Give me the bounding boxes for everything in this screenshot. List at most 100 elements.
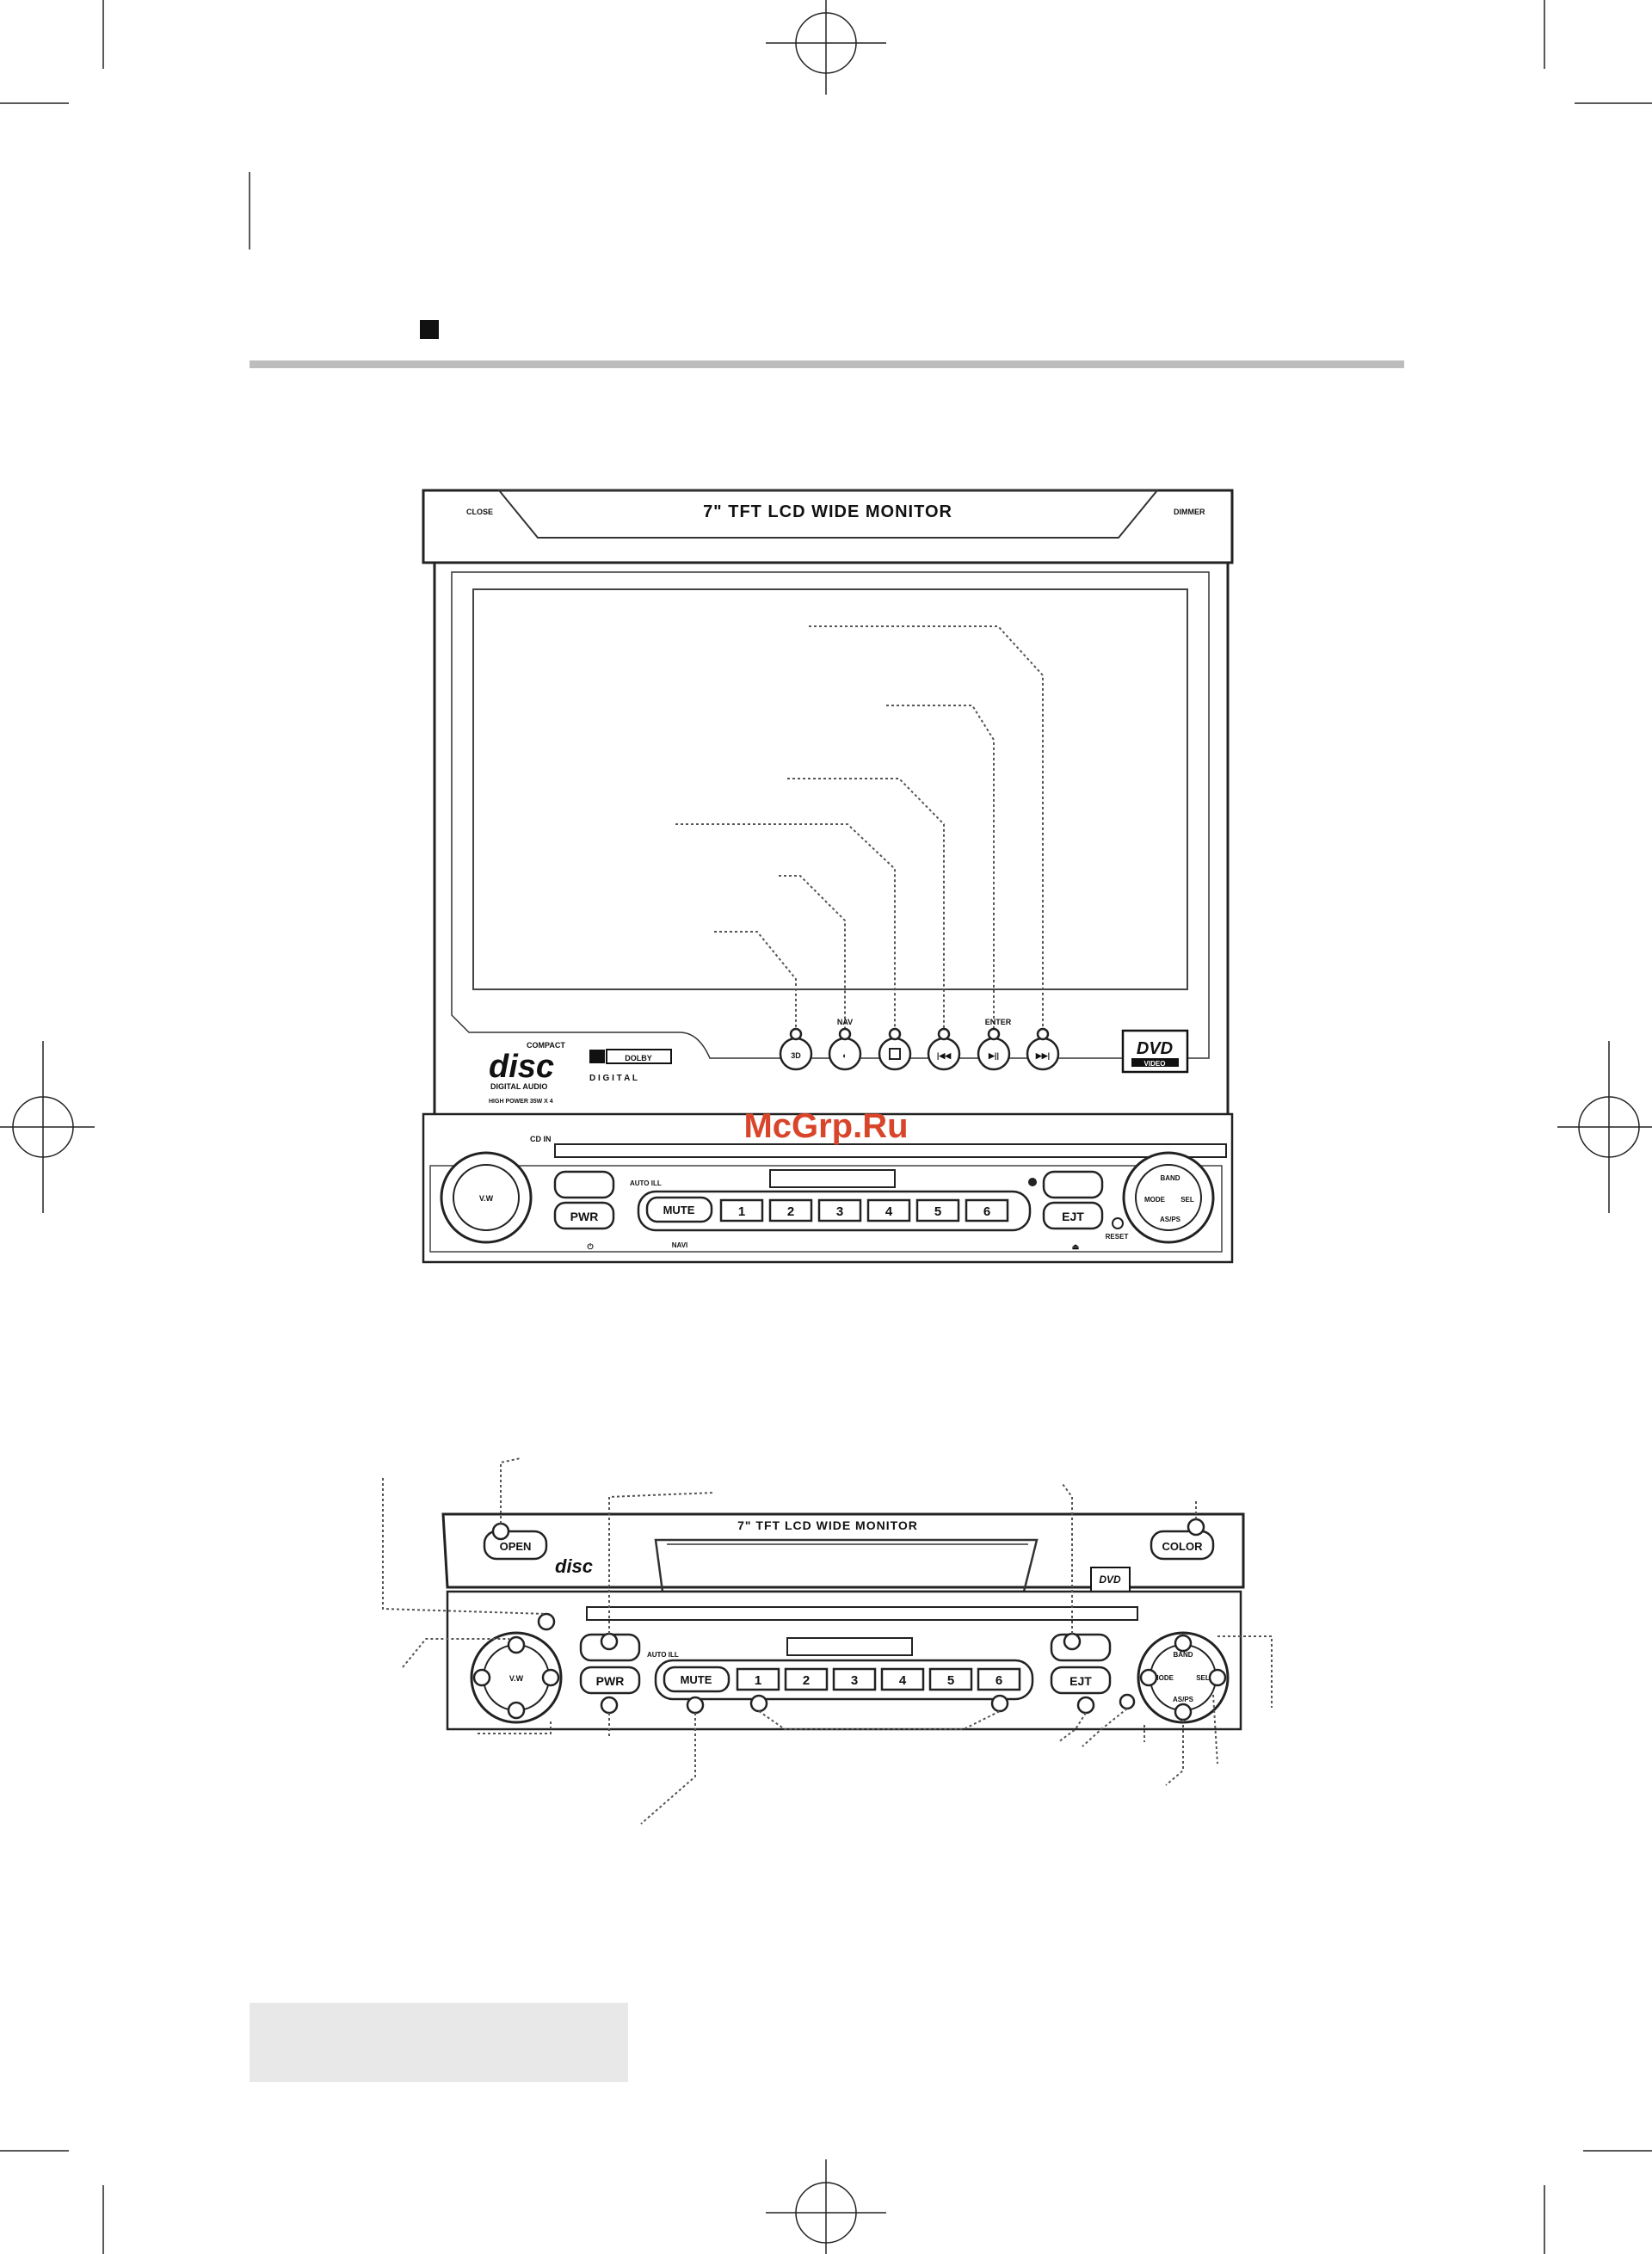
svg-text:DVD: DVD: [1137, 1039, 1173, 1058]
page-tab-box: [250, 2003, 628, 2082]
cd-in-label: CD IN: [530, 1135, 552, 1143]
svg-text:DVD: DVD: [1099, 1573, 1121, 1586]
svg-text:AS/PS: AS/PS: [1173, 1696, 1194, 1703]
svg-text:1: 1: [755, 1673, 761, 1688]
closed-title: 7" TFT LCD WIDE MONITOR: [737, 1518, 918, 1532]
svg-text:MODE: MODE: [1153, 1674, 1174, 1682]
enter-label: ENTER: [985, 1018, 1012, 1026]
svg-text:COLOR: COLOR: [1162, 1540, 1204, 1553]
svg-text:AUTO ILL: AUTO ILL: [647, 1651, 679, 1659]
svg-text:AS/PS: AS/PS: [1160, 1216, 1181, 1223]
svg-text:3: 3: [836, 1204, 843, 1219]
display-window: [769, 1169, 896, 1188]
svg-text:4: 4: [885, 1204, 893, 1219]
svg-text:BAND: BAND: [1160, 1174, 1180, 1182]
screen-bezel: [451, 571, 1210, 1059]
play-pause-icon: ▶||: [988, 1051, 999, 1060]
reset-button[interactable]: [1112, 1217, 1124, 1229]
dolby-logo: DOLBY D I G I T A L: [589, 1049, 672, 1083]
stop-icon: [889, 1048, 901, 1060]
svg-text:2: 2: [787, 1204, 794, 1219]
lcd-screen: [472, 588, 1188, 990]
next-icon: ▶▶|: [1035, 1051, 1050, 1060]
closed-pwr-button[interactable]: [579, 1666, 641, 1695]
compact-disc-logo: COMPACT disc DIGITAL AUDIO: [489, 1041, 565, 1091]
navi-label: NAVI: [672, 1241, 688, 1249]
svg-text:disc: disc: [489, 1049, 554, 1085]
monitor-title: 7" TFT LCD WIDE MONITOR: [703, 502, 952, 521]
closed-unit-diagram: 7" TFT LCD WIDE MONITOR OPEN COLOR disc …: [382, 1457, 1273, 1825]
section-rule: [250, 360, 1404, 368]
right-knob[interactable]: [1122, 1151, 1215, 1244]
monitor-diagram: CLOSE DIMMER 7" TFT LCD WIDE MONITOR NAV…: [422, 489, 1234, 1264]
svg-text:MODE: MODE: [1144, 1196, 1166, 1204]
closed-dvd-logo: DVD: [1090, 1567, 1131, 1592]
right-top-button[interactable]: [1042, 1170, 1104, 1199]
closed-cd-slot: [586, 1606, 1138, 1621]
nav-label: NAV: [837, 1018, 853, 1026]
pwr-button[interactable]: [553, 1201, 615, 1230]
svg-text:EJT: EJT: [1069, 1674, 1092, 1688]
svg-text:6: 6: [996, 1673, 1002, 1688]
closed-ejt-button[interactable]: [1050, 1666, 1112, 1695]
svg-text:SEL: SEL: [1180, 1196, 1194, 1204]
closed-reset-button[interactable]: [1119, 1693, 1136, 1710]
svg-text:6: 6: [983, 1204, 990, 1219]
closed-right-top-button[interactable]: [1050, 1633, 1112, 1662]
svg-text:1: 1: [738, 1204, 745, 1219]
svg-text:V.W: V.W: [509, 1674, 524, 1683]
svg-text:PWR: PWR: [596, 1674, 625, 1688]
preset-buttons-open: 1 2 3 4 5 6: [719, 1198, 1009, 1222]
svg-text:BAND: BAND: [1173, 1651, 1193, 1659]
closed-callout-markers: [472, 1518, 1227, 1721]
svg-text:DIGITAL AUDIO: DIGITAL AUDIO: [490, 1082, 547, 1091]
svg-text:PWR: PWR: [570, 1210, 599, 1223]
color-button[interactable]: [1150, 1530, 1215, 1561]
monitor-button-row: 3D ◐ |◀◀ ▶|| ▶▶|: [779, 1027, 1060, 1071]
closed-lid: [441, 1512, 1245, 1589]
section-bullet-icon: [420, 320, 439, 339]
svg-text:5: 5: [934, 1204, 941, 1219]
svg-text:3: 3: [851, 1673, 858, 1688]
svg-text:5: 5: [947, 1673, 954, 1688]
svg-text:SEL: SEL: [1196, 1674, 1210, 1682]
closed-mute-button[interactable]: [663, 1666, 730, 1693]
auto-ill-label: AUTO ILL: [630, 1179, 662, 1187]
previous-icon: |◀◀: [937, 1051, 952, 1060]
left-top-button[interactable]: [553, 1170, 615, 1199]
dimmer-label: DIMMER: [1174, 508, 1205, 516]
reset-label: RESET: [1106, 1233, 1129, 1241]
svg-text:MUTE: MUTE: [663, 1204, 695, 1216]
svg-text:disc: disc: [555, 1555, 593, 1577]
monitor-lid: [422, 489, 1234, 564]
svg-text:COMPACT: COMPACT: [527, 1041, 565, 1050]
cd-slot: [554, 1143, 1227, 1158]
ejt-button[interactable]: [1042, 1201, 1104, 1230]
closed-left-knob[interactable]: [470, 1631, 563, 1724]
closed-callouts: [382, 1457, 1273, 1825]
svg-text:OPEN: OPEN: [500, 1540, 532, 1553]
dvd-video-logo: DVD VIDEO: [1121, 1029, 1189, 1074]
svg-text:DOLBY: DOLBY: [625, 1054, 652, 1062]
svg-text:D I G I T A L: D I G I T A L: [589, 1074, 638, 1083]
svg-text:4: 4: [899, 1673, 907, 1688]
screen-callouts: [675, 625, 1044, 1031]
left-knob[interactable]: [440, 1151, 533, 1244]
preset-buttons-closed: 1 2 3 4 5 6: [736, 1667, 1021, 1691]
eject-icon: ⏏: [1072, 1242, 1080, 1251]
svg-text:V.W: V.W: [479, 1194, 494, 1203]
preset-bar: [637, 1190, 1032, 1232]
mute-button[interactable]: [645, 1196, 713, 1223]
svg-text:MUTE: MUTE: [681, 1673, 712, 1686]
svg-text:2: 2: [803, 1673, 810, 1688]
watermark: McGrp.Ru: [743, 1107, 908, 1145]
close-label: CLOSE: [466, 508, 493, 516]
power-icon: ⏻: [587, 1242, 594, 1251]
audio-icon: ◐: [842, 1051, 847, 1060]
stop-button[interactable]: [878, 1037, 912, 1071]
btn-3d-label: 3D: [791, 1051, 801, 1060]
closed-cd-logo: disc: [555, 1555, 593, 1577]
svg-text:VIDEO: VIDEO: [1144, 1060, 1166, 1068]
